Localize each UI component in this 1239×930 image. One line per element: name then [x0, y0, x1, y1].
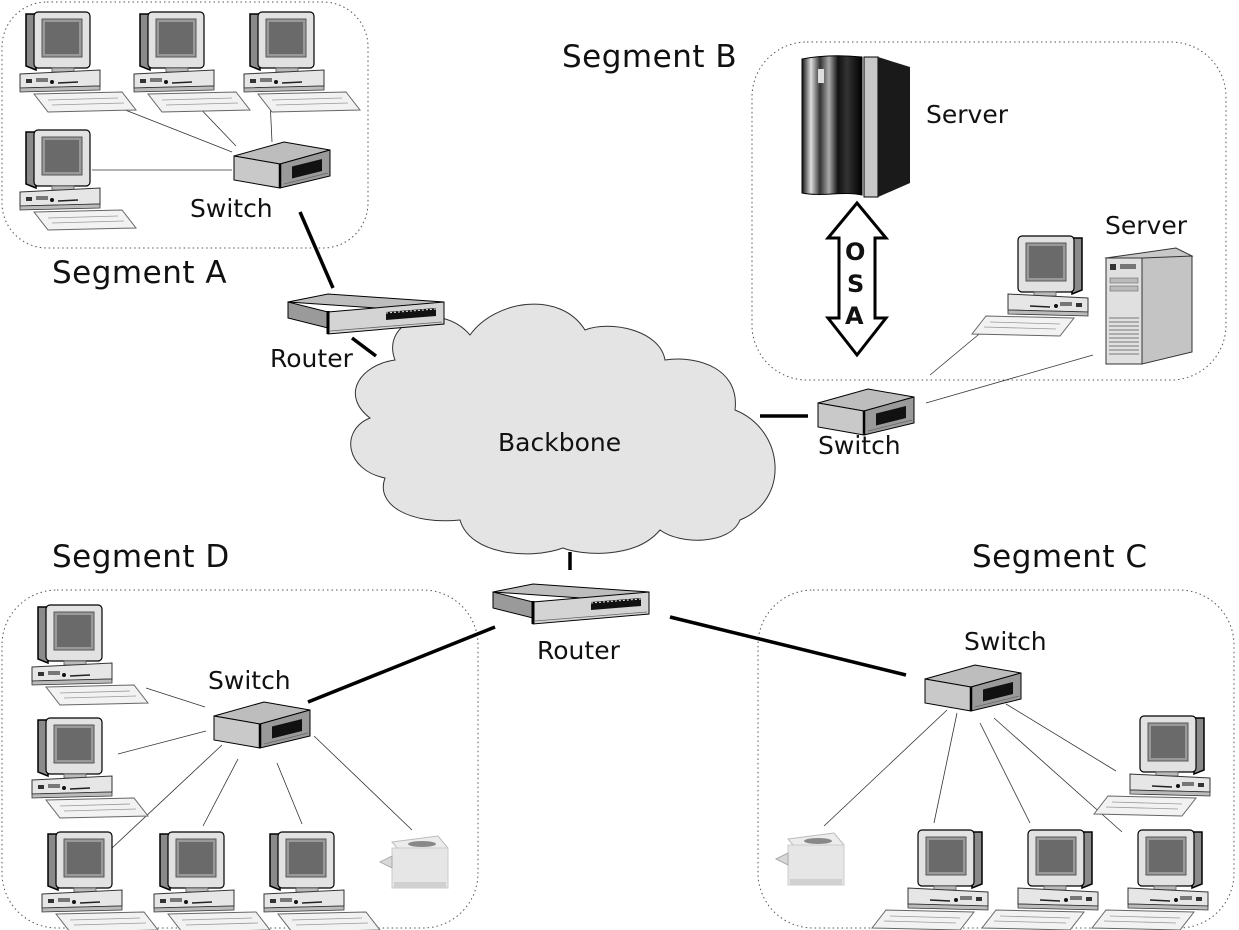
- link-router-switch-c: [669, 615, 907, 677]
- workstation-icon: [19, 129, 137, 231]
- workstation-icon: [1094, 716, 1210, 816]
- switch-icon[interactable]: [212, 700, 312, 750]
- backbone-cloud: [350, 303, 776, 555]
- router-bottom-label: Router: [537, 636, 620, 665]
- segment-b-links: [925, 324, 1094, 404]
- workstation-icon: [153, 831, 271, 930]
- tower-server-icon[interactable]: [1104, 247, 1194, 365]
- switch-icon[interactable]: [816, 387, 916, 437]
- osa-letter-s: S: [847, 270, 865, 298]
- workstation-icon: [31, 604, 149, 706]
- server-mainframe-label: Server: [926, 100, 1008, 129]
- workstation-icon: [872, 830, 988, 930]
- workstation-icon: [19, 11, 137, 113]
- router-top-label: Router: [270, 344, 353, 373]
- server-tower-label: Server: [1105, 211, 1187, 240]
- switch-d-label: Switch: [208, 666, 291, 695]
- printer-icon: [775, 832, 845, 886]
- printer-icon: [379, 835, 449, 889]
- switch-b-label: Switch: [818, 431, 901, 460]
- segment-b-label: Segment B: [562, 39, 738, 75]
- osa-letter-o: O: [845, 238, 866, 266]
- switch-a-label: Switch: [190, 194, 273, 223]
- workstation-icon: [133, 11, 251, 113]
- workstation-icon: [982, 830, 1098, 930]
- workstation-icon: [41, 831, 159, 930]
- segment-c-links: [823, 703, 1123, 833]
- segment-a-boundary: [1, 1, 369, 249]
- osa-double-arrow: [824, 200, 890, 358]
- segment-a-label: Segment A: [52, 255, 228, 291]
- link-switch-a-router: [298, 211, 335, 289]
- backbone-label: Backbone: [498, 428, 622, 457]
- segment-d-label: Segment D: [52, 539, 230, 575]
- router-icon[interactable]: [491, 582, 651, 626]
- segment-c-label: Segment C: [972, 539, 1148, 575]
- link-router-backbone: [350, 336, 378, 358]
- segment-b-boundary: [751, 41, 1227, 381]
- workstation-icon: [243, 11, 361, 113]
- link-router-switch-d: [307, 625, 496, 704]
- workstation-icon: [1092, 830, 1208, 930]
- segment-d-links: [111, 687, 413, 849]
- mainframe-server-icon[interactable]: [801, 55, 910, 198]
- workstation-icon: [972, 236, 1088, 336]
- osa-letter-a: A: [845, 302, 864, 330]
- workstation-icon: [31, 717, 149, 819]
- workstation-icon: [263, 831, 381, 930]
- switch-c-label: Switch: [964, 627, 1047, 656]
- switch-icon[interactable]: [232, 140, 332, 190]
